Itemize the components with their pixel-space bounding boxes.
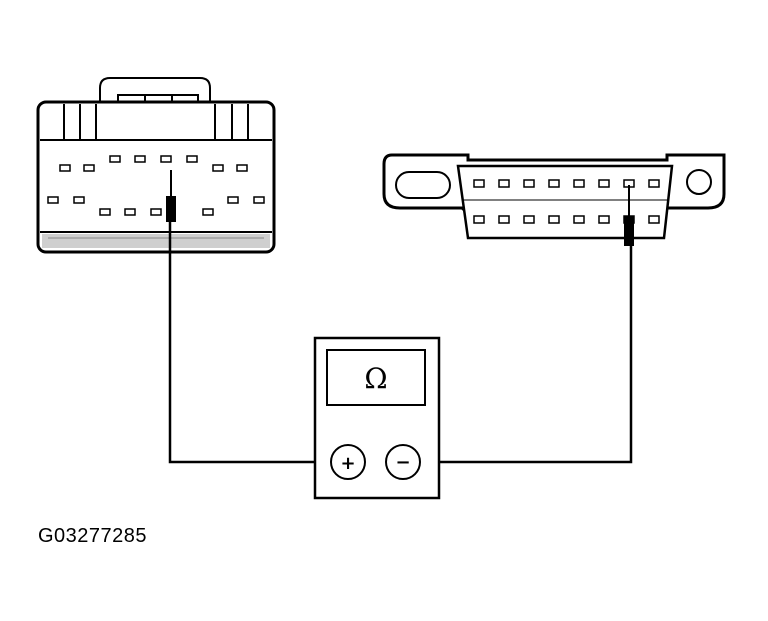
- negative-terminal: [385, 444, 421, 480]
- ohm-symbol: Ω: [364, 362, 387, 395]
- left-connector-body: [36, 100, 276, 254]
- minus-symbol: −: [395, 452, 410, 473]
- left-connector: [36, 77, 276, 254]
- plus-symbol: +: [340, 453, 355, 474]
- left-probe: [166, 170, 176, 222]
- right-connector: [382, 153, 726, 240]
- positive-terminal: [330, 444, 366, 480]
- ohmmeter-display: [326, 349, 426, 406]
- test-leads: [168, 222, 633, 464]
- right-probe: [624, 185, 634, 246]
- right-connector-hole: [686, 169, 712, 195]
- ohmmeter: Ω + −: [313, 336, 441, 500]
- negative-lead: [422, 246, 633, 464]
- left-connector-pins: [47, 155, 265, 216]
- positive-lead: [168, 222, 331, 464]
- right-connector-slot: [395, 171, 451, 199]
- figure-id-label: G03277285: [38, 525, 148, 547]
- right-connector-face: [456, 164, 674, 240]
